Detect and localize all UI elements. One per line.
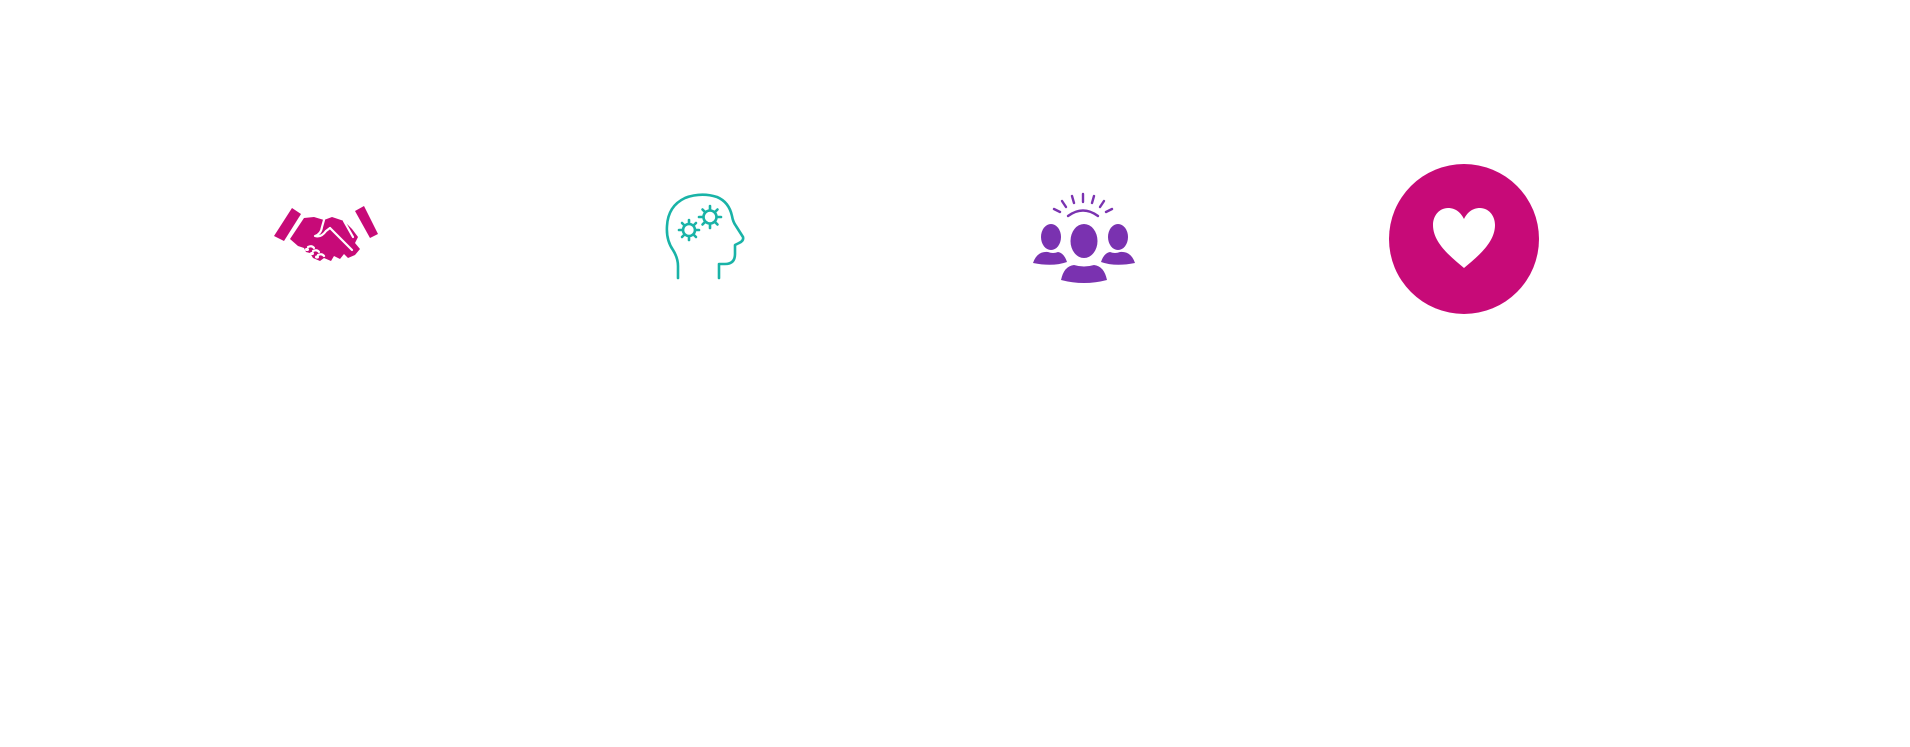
handshake-shape [274, 206, 378, 261]
head-gears-icon [663, 192, 753, 280]
head-gears-graphic [665, 193, 745, 280]
gear-large [697, 204, 723, 230]
heart-circle-icon [1389, 163, 1539, 315]
heart-shape [1433, 208, 1495, 268]
head-outline [665, 193, 745, 280]
group-ideas-icon [1031, 192, 1139, 285]
handshake-graphic [274, 206, 378, 261]
gear-small [677, 218, 701, 242]
heart-circle-graphic [1389, 164, 1539, 314]
idea-rays [1052, 192, 1114, 218]
group-ideas-graphic [1033, 192, 1135, 283]
handshake-icon [274, 203, 389, 278]
people [1033, 224, 1135, 283]
